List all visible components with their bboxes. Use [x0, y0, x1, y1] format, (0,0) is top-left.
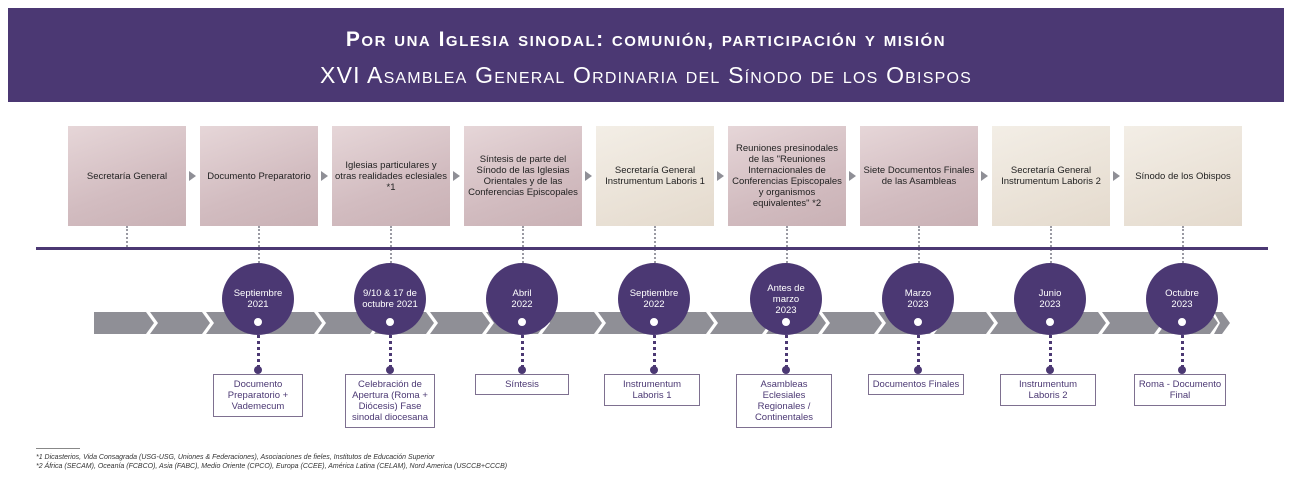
- arrow-icon: [321, 171, 328, 181]
- connector-end-dot: [1178, 366, 1186, 374]
- timeline-node: [780, 316, 792, 328]
- date-label: Septiembre 2021: [233, 288, 283, 310]
- stage-card-3: Iglesias particulares y otras realidades…: [332, 126, 450, 226]
- connector: [1182, 226, 1184, 263]
- page-subtitle: XVI Asamblea General Ordinaria del Sínod…: [320, 62, 972, 88]
- connector: [522, 226, 524, 263]
- output-box-1: Documento Preparatorio + Vademecum: [213, 374, 303, 417]
- output-box-5: Asambleas Eclesiales Regionales / Contin…: [736, 374, 832, 428]
- stage-card-1: Secretaría General: [68, 126, 186, 226]
- date-label: Junio 2023: [1038, 288, 1062, 310]
- output-box-7: Instrumentum Laboris 2: [1000, 374, 1096, 406]
- connector: [786, 226, 788, 263]
- stage-card-7: Siete Documentos Finales de las Asamblea…: [860, 126, 978, 226]
- connector-end-dot: [518, 366, 526, 374]
- timeline-node: [1176, 316, 1188, 328]
- connector-end-dot: [386, 366, 394, 374]
- date-label: Octubre 2023: [1165, 288, 1199, 310]
- stage-card-6: Reuniones presinodales de las "Reuniones…: [728, 126, 846, 226]
- output-box-4: Instrumentum Laboris 1: [604, 374, 700, 406]
- arrow-icon: [981, 171, 988, 181]
- footnote-1: *1 Dicasterios, Vida Consagrada (USG-USG…: [36, 454, 435, 461]
- stage-card-4: Síntesis de parte del Sínodo de las Igle…: [464, 126, 582, 226]
- connector: [1181, 330, 1184, 368]
- arrow-icon: [1113, 171, 1120, 181]
- arrow-icon: [849, 171, 856, 181]
- timeline-node: [1044, 316, 1056, 328]
- output-box-2: Celebración de Apertura (Roma + Diócesis…: [345, 374, 435, 428]
- date-label: Septiembre 2022: [629, 288, 679, 310]
- date-circle-3: Abril 2022: [486, 263, 558, 335]
- connector-end-dot: [782, 366, 790, 374]
- connector: [257, 330, 260, 368]
- connector: [258, 226, 260, 263]
- connector: [918, 226, 920, 263]
- timeline-node: [912, 316, 924, 328]
- date-label: Antes de marzo 2023: [767, 282, 805, 316]
- timeline-node: [384, 316, 396, 328]
- connector: [389, 330, 392, 368]
- date-circle-2: 9/10 & 17 de octubre 2021: [354, 263, 426, 335]
- footnote-2: *2 África (SECAM), Oceanía (FCBCO), Asia…: [36, 463, 508, 470]
- date-label: 9/10 & 17 de octubre 2021: [362, 288, 418, 310]
- timeline-node: [648, 316, 660, 328]
- timeline-node: [516, 316, 528, 328]
- arrow-icon: [585, 171, 592, 181]
- stage-card-2: Documento Preparatorio: [200, 126, 318, 226]
- timeline-node: [252, 316, 264, 328]
- connector-end-dot: [650, 366, 658, 374]
- connector: [785, 330, 788, 368]
- connector-end-dot: [914, 366, 922, 374]
- stage-card-5: Secretaría General Instrumentum Laboris …: [596, 126, 714, 226]
- connector: [126, 226, 128, 247]
- page-title: Por una Iglesia sinodal: comunión, parti…: [345, 28, 947, 51]
- connector: [653, 330, 656, 368]
- footnote-divider: [36, 448, 80, 449]
- date-label: Abril 2022: [511, 288, 533, 310]
- date-label: Marzo 2023: [904, 288, 932, 310]
- output-box-3: Síntesis: [475, 374, 569, 395]
- header-banner: Por una Iglesia sinodal: comunión, parti…: [8, 8, 1284, 102]
- timeline-divider: [36, 247, 1268, 250]
- arrow-icon: [189, 171, 196, 181]
- connector: [521, 330, 524, 368]
- stage-card-8: Secretaría General Instrumentum Laboris …: [992, 126, 1110, 226]
- connector: [390, 226, 392, 263]
- connector: [1049, 330, 1052, 368]
- output-box-6: Documentos Finales: [868, 374, 964, 395]
- connector: [1050, 226, 1052, 263]
- connector-end-dot: [254, 366, 262, 374]
- arrow-icon: [453, 171, 460, 181]
- connector-end-dot: [1046, 366, 1054, 374]
- output-box-8: Roma - Documento Final: [1134, 374, 1226, 406]
- stage-card-9: Sínodo de los Obispos: [1124, 126, 1242, 226]
- connector: [917, 330, 920, 368]
- connector: [654, 226, 656, 263]
- arrow-icon: [717, 171, 724, 181]
